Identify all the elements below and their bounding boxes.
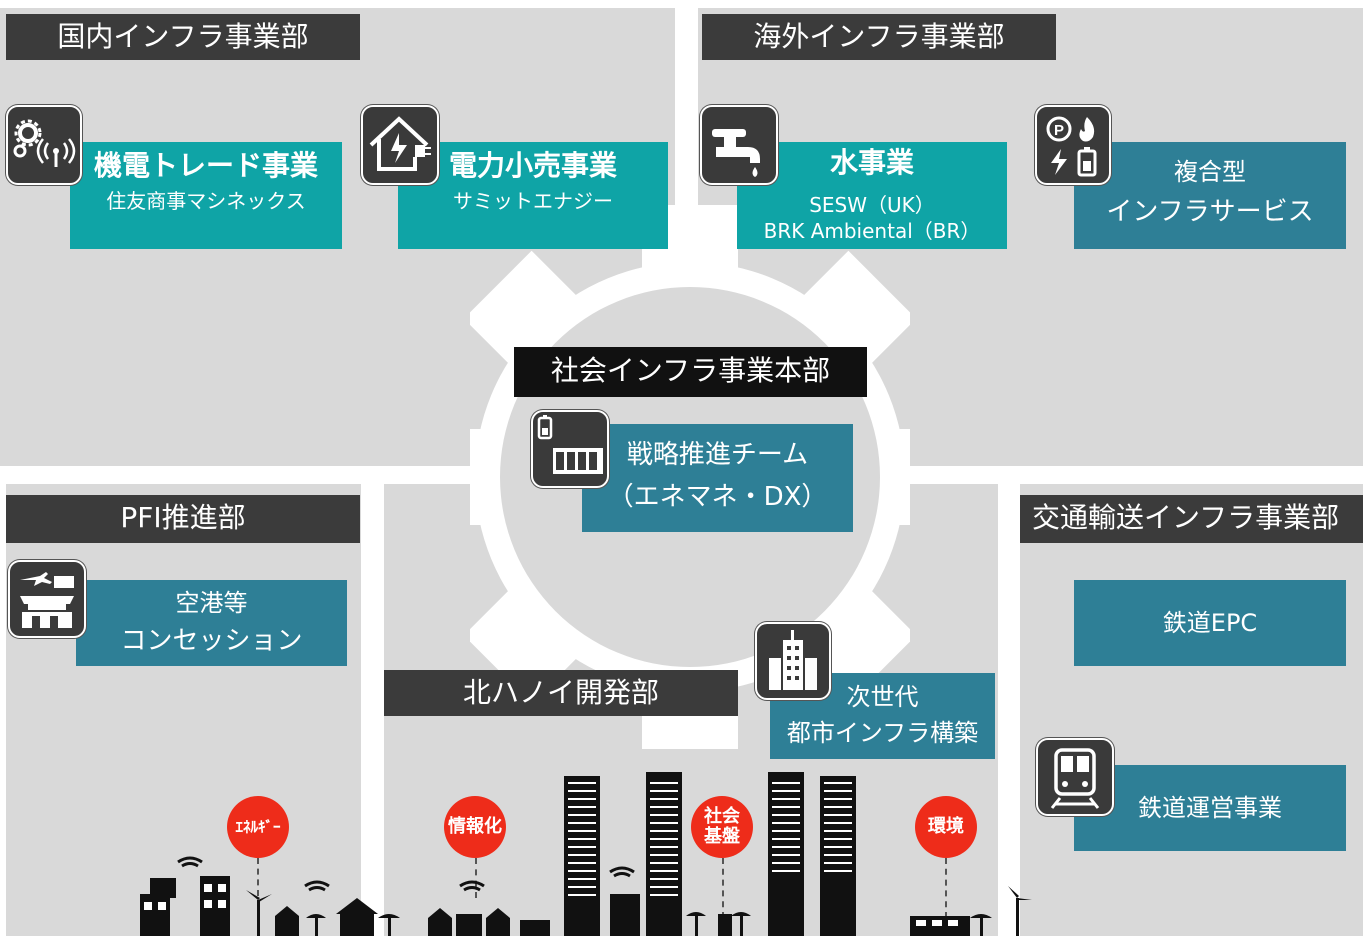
domestic-title: 国内インフラ事業部 [6,14,360,60]
skyscraper-icon [755,622,831,700]
next-city-line2: 都市インフラ構築 [786,719,979,747]
strategy-line2: （エネマネ・DX） [607,482,828,512]
environment-pin: 環境 [915,796,977,858]
environment-pin-label: 環境 [928,816,964,837]
social-pin-label-1: 社会 [704,806,740,827]
transport-panel [1020,484,1363,936]
railway-epc-label: 鉄道EPC [1162,609,1258,637]
parking-flame-bolt-battery-icon: P [1035,105,1111,185]
machinery-trade-title: 機電トレード事業 [93,149,318,182]
composite-line1: 複合型 [1174,158,1246,186]
house-plug-icon [361,105,439,185]
energy-pin-label: ｴﾈﾙｷﾞｰ [235,818,281,836]
water-box: 水事業 SESW（UK） BRK Ambiental（BR） [737,142,1007,249]
airport-line2: コンセッション [120,626,303,656]
svg-text:P: P [1054,122,1064,139]
machinery-trade-sub: 住友商事マシネックス [106,189,306,213]
energy-pin: ｴﾈﾙｷﾞｰ [227,796,289,858]
gears-antenna-icon [6,105,82,185]
water-title: 水事業 [829,146,914,179]
info-pin-label: 情報化 [448,816,502,837]
pfi-title: PFI推進部 [6,495,360,543]
strategy-box: 戦略推進チーム （エネマネ・DX） [582,424,853,532]
airport-box: 空港等 コンセッション [76,580,347,666]
social-pin: 社会 基盤 [691,796,753,858]
environment-pin-line [945,858,947,918]
power-retail-sub: サミットエナジー [453,189,613,213]
airport-line1: 空港等 [175,589,248,617]
energy-pin-line [257,858,259,928]
next-city-line1: 次世代 [846,683,919,711]
city-skyline-illustration [140,772,1032,936]
info-pin: 情報化 [444,796,506,858]
transport-title: 交通輸送インフラ事業部 [1020,495,1363,543]
power-retail-title: 電力小売事業 [448,149,617,182]
railway-epc-box: 鉄道EPC [1074,580,1346,666]
railway-ops-box: 鉄道運営事業 [1074,765,1346,851]
airport-tower-icon [8,560,86,638]
north-hanoi-title: 北ハノイ開発部 [384,670,738,716]
water-sub2: BRK Ambiental（BR） [763,219,981,243]
machinery-trade-box: 機電トレード事業 住友商事マシネックス [70,142,342,249]
battery-container-icon [531,410,609,488]
train-icon [1036,738,1114,816]
composite-line2: インフラサービス [1106,197,1314,227]
strategy-line1: 戦略推進チーム [626,440,809,470]
center-title: 社会インフラ事業本部 [514,347,867,397]
faucet-icon [700,105,778,185]
social-pin-label-2: 基盤 [704,826,740,847]
power-retail-box: 電力小売事業 サミットエナジー [398,142,668,249]
composite-box: 複合型 インフラサービス [1074,142,1346,249]
info-pin-line [475,858,477,898]
railway-ops-label: 鉄道運営事業 [1138,794,1282,822]
social-pin-line [722,858,724,918]
overseas-title: 海外インフラ事業部 [702,14,1056,60]
water-sub1: SESW（UK） [809,193,935,217]
